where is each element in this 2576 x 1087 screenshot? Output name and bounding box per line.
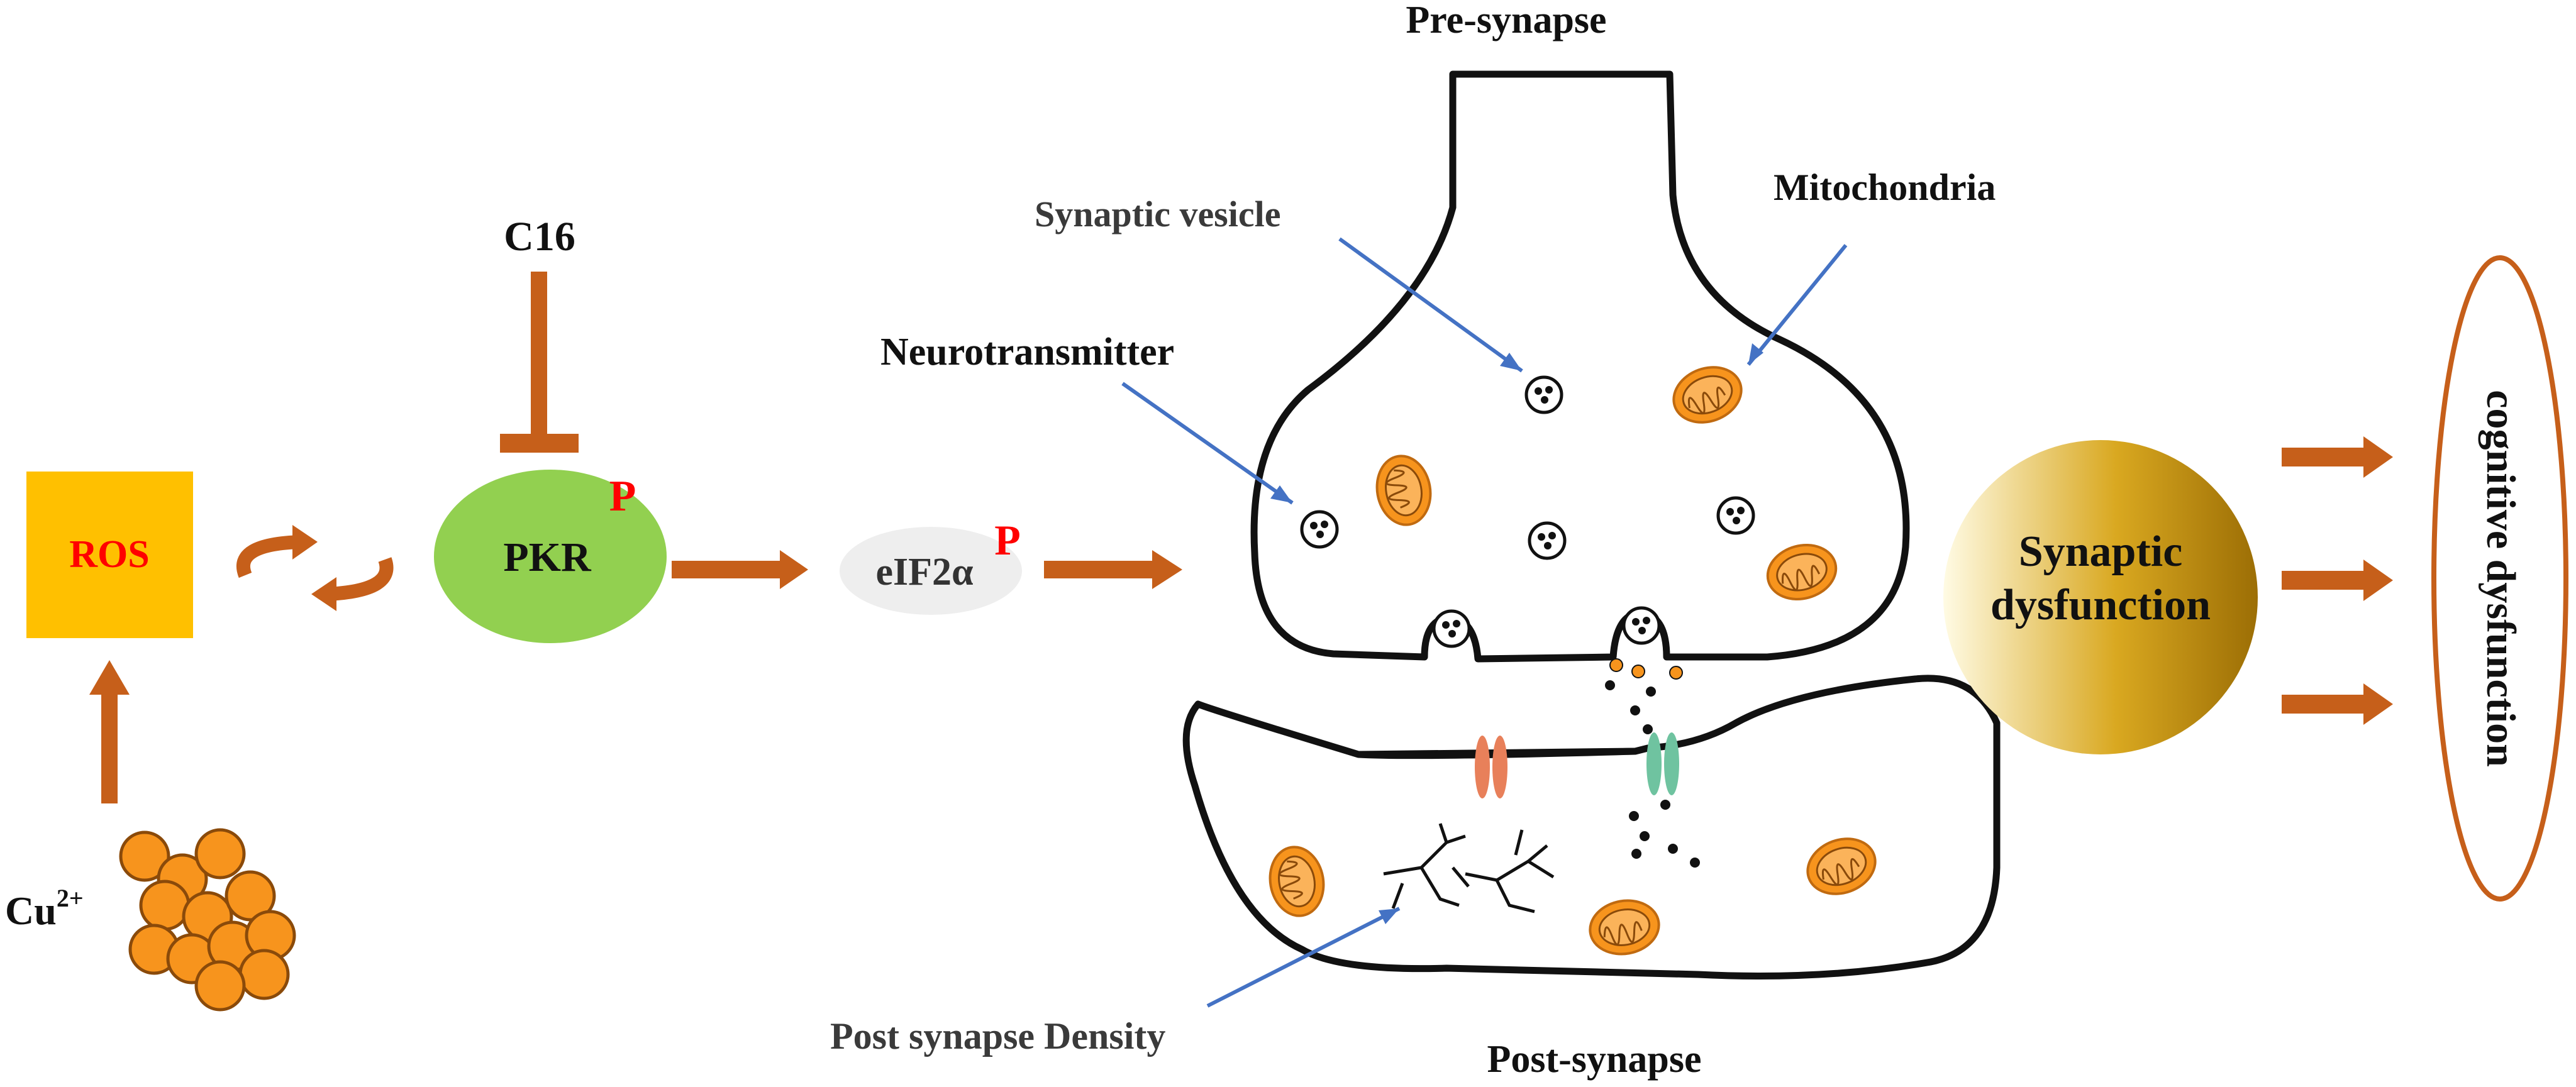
eif2a-label: eIF2α — [875, 551, 973, 593]
pointer-heads — [1270, 343, 1763, 924]
synaptic-vesicle-1 — [1526, 377, 1562, 412]
pointer-lines — [1121, 237, 1848, 1008]
c16-inhibitor-stem — [531, 272, 547, 436]
arrow-pkr-eif2a-shaft — [672, 561, 788, 578]
synaptic-vesicle-4 — [1718, 498, 1753, 533]
copper-ion-cluster — [119, 828, 296, 1012]
released-neurotransmitter — [1605, 658, 1700, 868]
docked-vesicle-2 — [1624, 608, 1659, 643]
arrow-eif2a-synapse-head — [1152, 550, 1182, 589]
cognitive-dysfunction-node — [2431, 255, 2568, 902]
receptor-orange — [1475, 736, 1507, 798]
pre-synapse-label: Pre-synapse — [1406, 0, 1606, 41]
arrow-eif2a-synapse-shaft — [1044, 561, 1154, 578]
c16-label: C16 — [504, 214, 575, 260]
cycle-arrows — [236, 535, 394, 601]
arrow-cu-ros-head — [89, 660, 130, 695]
post-synapse-label: Post-synapse — [1487, 1038, 1701, 1081]
cognitive-dysfunction-label: cognitive dysfunction — [2478, 390, 2524, 767]
pkr-node — [434, 470, 667, 643]
mitochondria-label: Mitochondria — [1774, 167, 1996, 208]
synaptic-dysfunction-node — [1943, 440, 2258, 754]
arrow-cu-ros-shaft — [101, 692, 118, 803]
cu-superscript: 2+ — [57, 884, 84, 912]
arrows-to-cognitive — [2282, 436, 2393, 725]
cu-label: Cu2+ — [5, 884, 84, 933]
neurotransmitter-label: Neurotransmitter — [880, 331, 1174, 373]
ros-label: ROS — [69, 533, 149, 576]
c16-inhibitor-bar — [500, 434, 579, 453]
eif2a-phospho-label: P — [994, 516, 1021, 564]
receptor-green — [1646, 732, 1679, 795]
synaptic-dysfunction-line2: dysfunction — [1990, 581, 2211, 629]
synaptic-vesicle-2 — [1302, 512, 1337, 547]
synaptic-dysfunction-line1: Synaptic — [2019, 527, 2183, 576]
post-synapse-density-label: Post synapse Density — [830, 1015, 1165, 1057]
ros-box — [26, 472, 193, 638]
cycle-arrow-heads — [292, 525, 336, 611]
post-synapse-density — [1383, 823, 1555, 913]
pkr-label: PKR — [503, 534, 592, 580]
pkr-phospho-label: P — [609, 472, 636, 521]
synaptic-vesicle-label: Synaptic vesicle — [1035, 194, 1280, 235]
synaptic-vesicle-3 — [1530, 523, 1565, 558]
docked-vesicle-1 — [1434, 611, 1469, 646]
eif2a-node — [840, 527, 1022, 615]
post-synapse-terminal — [1182, 675, 2001, 979]
arrow-pkr-eif2a-head — [780, 550, 808, 589]
post-synaptic-membrane — [1358, 748, 1636, 759]
